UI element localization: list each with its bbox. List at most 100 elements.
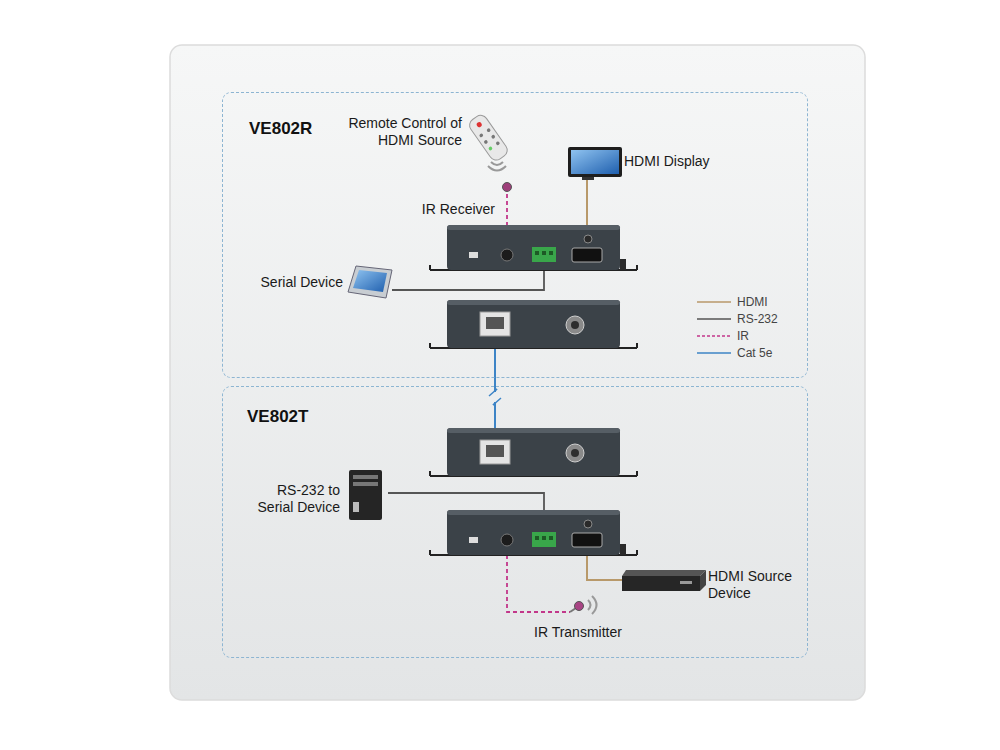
terminal-block bbox=[532, 247, 556, 262]
switch bbox=[469, 537, 478, 543]
transmitter-front-unit bbox=[430, 510, 637, 555]
break-gap bbox=[488, 391, 502, 403]
device-top bbox=[622, 570, 706, 576]
receiver-front-unit bbox=[430, 225, 637, 270]
power-jack bbox=[620, 259, 626, 270]
device-side bbox=[700, 570, 706, 591]
ir-receiver-icon bbox=[503, 183, 512, 192]
rj45-socket bbox=[486, 445, 504, 457]
region-heading: VE802R bbox=[249, 119, 312, 139]
terminal-pin bbox=[535, 251, 539, 255]
legend-text: RS-232 bbox=[737, 312, 778, 326]
unit-housing bbox=[447, 300, 620, 348]
remote-control-icon bbox=[467, 113, 510, 163]
hdmi-port bbox=[572, 248, 602, 262]
switch bbox=[469, 252, 478, 258]
unit-housing bbox=[447, 225, 620, 270]
wires bbox=[388, 178, 622, 612]
legend-line bbox=[697, 301, 731, 303]
legend-line bbox=[697, 318, 731, 320]
terminal-pin bbox=[549, 536, 553, 540]
device-label: Serial Device bbox=[238, 274, 343, 291]
display-stand bbox=[582, 177, 594, 180]
region-box: VE802R bbox=[222, 92, 808, 378]
rj45-port bbox=[480, 440, 510, 464]
unit-housing bbox=[447, 428, 620, 476]
drive-bay bbox=[353, 475, 378, 479]
break-mark bbox=[489, 389, 501, 405]
signal-waves bbox=[588, 596, 597, 614]
legend-item: Cat 5e bbox=[697, 346, 772, 360]
bnc-connector bbox=[566, 444, 584, 462]
remote-button bbox=[479, 133, 484, 138]
rj45-port bbox=[480, 312, 510, 336]
region-box: VE802T bbox=[222, 386, 808, 658]
unit-top-edge bbox=[447, 300, 620, 305]
screw bbox=[584, 235, 592, 243]
transmitter-back-unit bbox=[430, 428, 637, 476]
tower-case bbox=[349, 470, 382, 520]
device-label: IR Receiver bbox=[390, 201, 495, 218]
break-mark bbox=[489, 389, 501, 405]
device-label: HDMI Source Device bbox=[708, 568, 808, 602]
display-bezel bbox=[568, 147, 622, 177]
screw bbox=[584, 520, 592, 528]
legend-swatch bbox=[697, 297, 731, 307]
hdmi-port bbox=[572, 533, 602, 547]
bnc-connector bbox=[566, 316, 584, 334]
terminal-pin bbox=[542, 536, 546, 540]
remote-button bbox=[486, 128, 491, 133]
terminal-pin bbox=[535, 536, 539, 540]
ir-transmitter-icon bbox=[575, 602, 584, 611]
legend-text: HDMI bbox=[737, 295, 768, 309]
remote-button bbox=[483, 139, 488, 144]
terminal-pin bbox=[549, 251, 553, 255]
rj45-socket bbox=[486, 317, 504, 329]
legend-swatch bbox=[697, 348, 731, 358]
display-icon bbox=[568, 147, 622, 180]
device-label: HDMI Display bbox=[624, 153, 734, 170]
legend-text: Cat 5e bbox=[737, 346, 772, 360]
tablet-body bbox=[348, 266, 392, 298]
unit-top-edge bbox=[447, 225, 620, 230]
remote-button bbox=[491, 134, 496, 139]
legend-swatch bbox=[697, 314, 731, 324]
device-label: RS-232 to Serial Device bbox=[245, 482, 340, 516]
ir-jack bbox=[501, 534, 513, 546]
legend-item: RS-232 bbox=[697, 312, 778, 326]
power-jack bbox=[620, 544, 626, 555]
legend-line bbox=[697, 335, 731, 337]
break-gap bbox=[488, 391, 502, 403]
remote-button bbox=[488, 146, 493, 151]
legend-item: IR bbox=[697, 329, 749, 343]
receiver-back-unit bbox=[430, 300, 637, 348]
remote-button bbox=[495, 141, 500, 146]
legend-swatch bbox=[697, 331, 731, 341]
cat5e-connector bbox=[494, 378, 496, 386]
region-heading: VE802T bbox=[247, 407, 308, 427]
tablet-screen bbox=[353, 270, 387, 292]
ir-jack bbox=[501, 249, 513, 261]
device-label: IR Transmitter bbox=[534, 624, 644, 641]
terminal-block bbox=[532, 532, 556, 547]
display-screen bbox=[571, 150, 619, 174]
background-panel bbox=[170, 45, 865, 700]
serial-device-icon bbox=[348, 266, 392, 298]
device-front bbox=[622, 576, 700, 591]
remote-body bbox=[467, 113, 510, 163]
device-label: Remote Control of HDMI Source bbox=[332, 115, 462, 149]
legend-line bbox=[697, 352, 731, 354]
bnc-core bbox=[571, 321, 579, 329]
source-device-icon bbox=[622, 570, 706, 591]
legend-text: IR bbox=[737, 329, 749, 343]
ir-cable bbox=[507, 548, 570, 612]
unit-top-edge bbox=[447, 428, 620, 433]
bnc-core bbox=[571, 449, 579, 457]
device-display bbox=[680, 581, 692, 584]
drive-bay bbox=[353, 482, 378, 486]
signal-waves bbox=[488, 162, 506, 171]
unit-housing bbox=[447, 510, 620, 555]
